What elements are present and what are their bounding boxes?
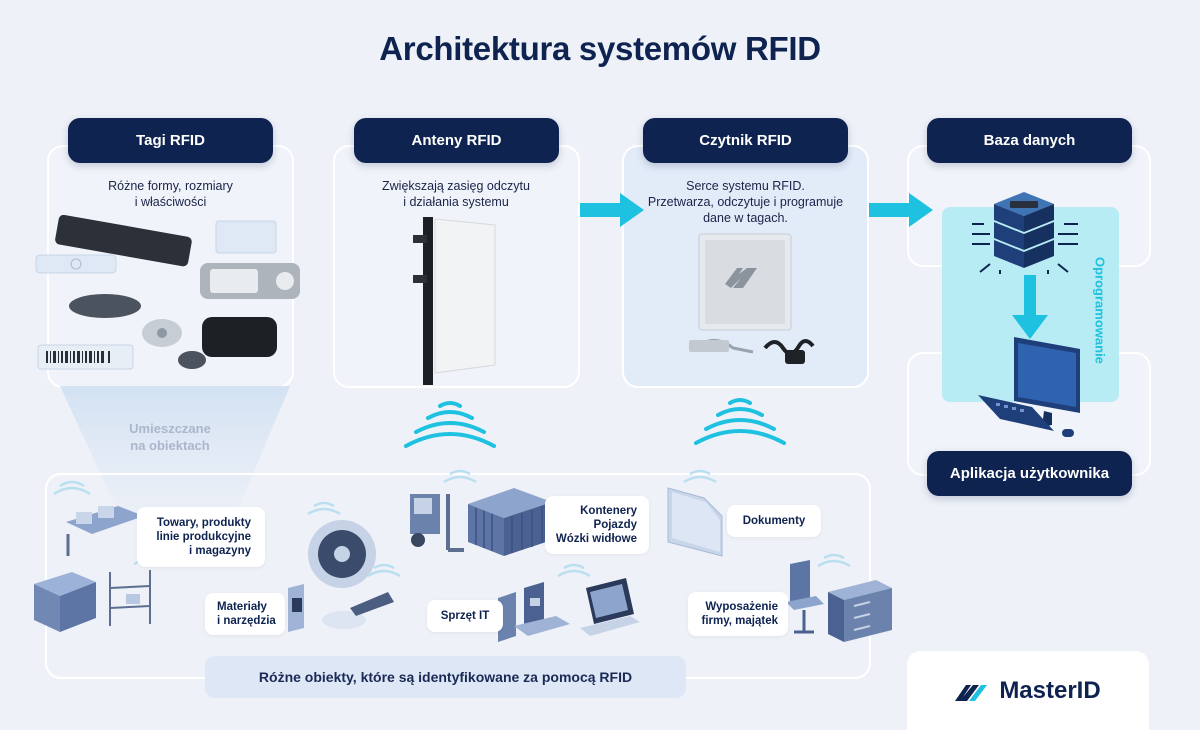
desc-tags: Różne formy, rozmiary i właściwości [108,179,233,209]
objects-caption: Różne obiekty, które są identyfikowane z… [205,656,686,698]
object-label-equipment: Wyposażenie firmy, majątek [688,592,788,636]
materials-tools-icon [288,501,401,632]
brand-name: MasterID [999,676,1101,704]
placement-funnel [60,386,290,516]
signal-waves-icon [694,398,786,445]
desc-reader: Serce systemu RFID. Przetwarza, odczytuj… [647,179,844,225]
signal-waves-icon [404,401,496,448]
warehouse-goods-icon [34,480,167,632]
masterid-logo-icon [955,684,988,701]
software-label: Oprogramowanie [1092,256,1108,364]
arrow-database-to-app [1012,275,1048,339]
object-label-documents: Dokumenty [727,505,821,537]
object-label-materials: Materiały i narzędzia [205,593,285,635]
rfid-antenna-image [413,217,496,385]
page-title: Architektura systemów RFID [379,30,821,67]
containers-vehicles-icon [410,469,552,556]
database-server-icon [972,192,1078,274]
desc-antennas: Zwiększają zasięg odczytu i działania sy… [382,179,530,209]
arrow-reader-to-database [869,193,933,227]
header-user-app: Aplikacja użytkownika [927,451,1132,496]
header-antennas: Anteny RFID [354,118,559,163]
documents-icon [667,469,723,557]
header-database: Baza danych [927,118,1132,163]
placement-label: Umieszczane na obiektach [129,421,211,453]
header-reader: Czytnik RFID [643,118,848,163]
object-label-it: Sprzęt IT [427,600,503,632]
office-furniture-icon [786,553,892,642]
arrow-antenna-to-reader [580,193,644,227]
object-label-containers: Kontenery Pojazdy Wózki widłowe [545,496,649,554]
header-tags: Tagi RFID [68,118,273,163]
brand-logo: MasterID [907,651,1149,730]
it-equipment-icon [498,563,640,642]
rfid-tags-image [35,215,300,370]
computer-icon [978,337,1080,437]
object-label-goods: Towary, produkty linie produkcyjne i mag… [137,507,265,567]
rfid-reader-image [689,233,815,364]
